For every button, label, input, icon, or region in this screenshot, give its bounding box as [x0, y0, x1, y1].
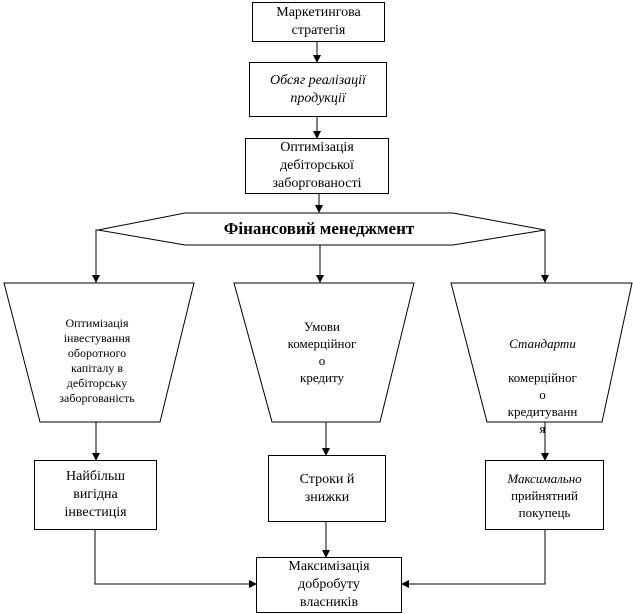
profit-maximization-text: Максимізація добробуту власників	[288, 559, 370, 610]
arrow-management-to-left	[92, 229, 100, 283]
trapezoid-left	[3, 282, 195, 423]
terms-discounts-box: Строки й знижки	[268, 455, 386, 522]
financial-management-label: Фінансовий менеджмент	[223, 219, 415, 238]
sales-volume-box: Обсяг реалізації продукції	[249, 62, 387, 117]
credit-standards-rest: комерційног о кредитуванн я	[507, 370, 578, 436]
trapezoid-middle	[233, 282, 415, 423]
investment-optimization-text: Оптимізація інвестування оборотного капі…	[59, 316, 135, 405]
max-acceptable-box: Максимально прийнятний покупець	[485, 460, 604, 530]
receivables-optimization-text: Оптимізація дебіторської заборгованості	[272, 140, 362, 191]
receivables-optimization-box: Оптимізація дебіторської заборгованості	[245, 138, 389, 194]
credit-standards-text: Стандарти комерційног о кредитуванн я	[475, 318, 610, 437]
sales-volume-text: Обсяг реалізації продукції	[270, 72, 366, 106]
best-investment-box: Найбільш вигідна інвестиція	[34, 460, 157, 530]
arrow-max-buyer-to-final	[401, 530, 546, 588]
arrow-best-investment-to-final	[94, 530, 257, 588]
profit-maximization-box: Максимізація добробуту власників	[256, 557, 402, 613]
best-investment-text: Найбільш вигідна інвестиція	[64, 469, 127, 520]
trapezoid-right	[450, 282, 633, 423]
marketing-strategy-box: Маркетингова стратегія	[252, 2, 385, 42]
credit-standards-italic: Стандарти	[509, 336, 576, 351]
max-acceptable-italic: Максимально	[507, 470, 582, 486]
max-acceptable-rest: прийнятний покупець	[511, 487, 578, 520]
terms-discounts-text: Строки й знижки	[299, 471, 355, 505]
credit-terms-text: Умови комерційног о кредиту	[287, 319, 357, 385]
marketing-strategy-text: Маркетингова стратегія	[276, 5, 361, 38]
